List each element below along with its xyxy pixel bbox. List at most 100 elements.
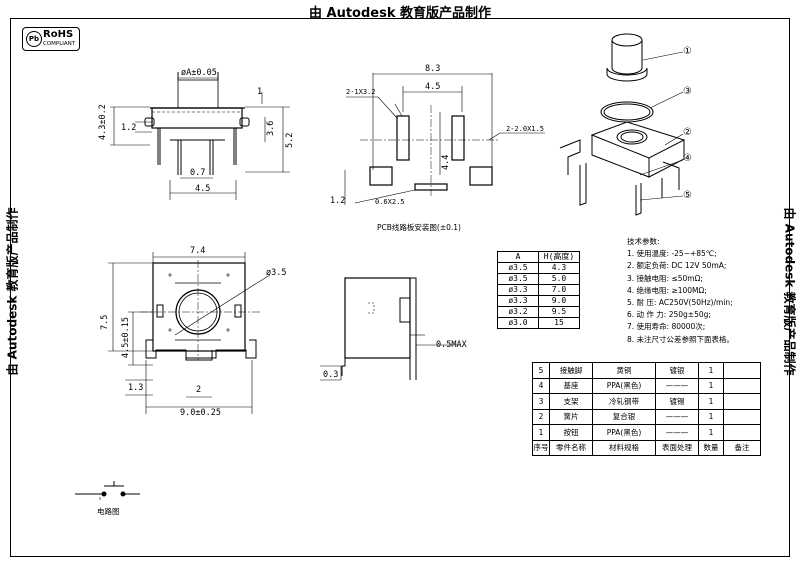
cell-a: ø3.0	[497, 317, 539, 329]
cell: 基座	[549, 377, 593, 394]
exploded-isometric-view	[559, 33, 686, 216]
cell: 黄铜	[592, 362, 656, 379]
callout-1: ①	[683, 46, 692, 57]
spec-item: 7. 使用寿命: 80000次;	[627, 322, 706, 332]
cell	[723, 377, 761, 394]
front-view	[110, 72, 290, 200]
dim-4-5-tol: 4.5±0.15	[121, 317, 131, 358]
cell: 接触脚	[549, 362, 593, 379]
circuit-diagram	[75, 481, 140, 500]
header-cell: 数量	[698, 439, 724, 456]
dim-0-5max: 0.5MAX	[436, 340, 467, 350]
cell: 3	[532, 393, 550, 410]
cell	[723, 408, 761, 425]
dim-7-4: 7.4	[190, 246, 206, 256]
cell: 按钮	[549, 424, 593, 441]
header-h: H(高度)	[538, 251, 580, 263]
height-table-header: A H(高度)	[497, 251, 580, 263]
dim-0-3: 0.3	[323, 370, 339, 380]
cell-a: ø3.3	[497, 284, 539, 296]
watermark-right: 由 Autodesk 教育版产品制作	[782, 207, 797, 376]
spec-item: 6. 动 作 力: 250g±50g;	[627, 310, 711, 320]
cell: 镀银	[655, 362, 699, 379]
cell: PPA(黑色)	[592, 377, 656, 394]
cell: 簧片	[549, 408, 593, 425]
cell	[723, 393, 761, 410]
pcb-caption: PCB线路板安装图(±0.1)	[377, 223, 461, 232]
cell-h: 15	[538, 317, 580, 329]
dim-5-2: 5.2	[285, 132, 295, 148]
dim-dia-3-5: ø3.5	[266, 268, 287, 278]
cell: 复合银	[592, 408, 656, 425]
cell: 4	[532, 377, 550, 394]
cell-h: 7.0	[538, 284, 580, 296]
cell: ———	[655, 377, 699, 394]
specs-title: 技术参数:	[627, 237, 660, 246]
pcb-layout-view	[344, 73, 545, 205]
cell: 2	[532, 408, 550, 425]
cell: 1	[532, 424, 550, 441]
cell: ———	[655, 424, 699, 441]
top-view	[108, 252, 271, 414]
bom-header-row: 序号零件名称材料规格表面处理数量备注	[532, 439, 761, 456]
spec-item: 8. 未注尺寸公差参照下面表格。	[627, 334, 735, 344]
dim-2: 2	[196, 385, 202, 395]
pad-label-1x3-2: 2-1X3.2	[346, 88, 376, 96]
cell-a: ø3.5	[497, 273, 539, 285]
cell	[723, 362, 761, 379]
cell-h: 5.0	[538, 273, 580, 285]
callout-4: ④	[683, 153, 692, 164]
header-cell: 备注	[723, 439, 761, 456]
dim-1-2-pcb: 1.2	[330, 196, 346, 206]
cell: 1	[698, 393, 724, 410]
pad-label-0-6x2-5: 0.6X2.5	[375, 198, 405, 206]
callout-2: ②	[683, 127, 692, 138]
dim-9-0: 9.0±0.25	[180, 408, 221, 418]
cell: 1	[698, 408, 724, 425]
sheet-border	[10, 18, 790, 557]
watermark-left: 由 Autodesk 教育版产品制作	[5, 207, 20, 376]
rohs-logo: Pb RoHS COMPLIANT	[22, 27, 80, 51]
dim-1: 1	[257, 87, 263, 97]
dim-1-3: 1.3	[128, 383, 144, 393]
rohs-subtitle: COMPLIANT	[43, 41, 76, 47]
watermark-top: 由 Autodesk 教育版产品制作	[308, 6, 492, 21]
cell: 镀锡	[655, 393, 699, 410]
cell: PPA(黑色)	[592, 424, 656, 441]
rohs-title: RoHS	[43, 29, 74, 40]
header-a: A	[497, 251, 539, 263]
header-cell: 材料规格	[592, 439, 656, 456]
header-cell: 序号	[532, 439, 550, 456]
header-cell: 零件名称	[549, 439, 593, 456]
spec-item: 4. 绝缘电阻: ≥100MΩ;	[627, 285, 707, 295]
spec-item: 2. 额定负荷: DC 12V 50mA;	[627, 261, 727, 271]
cell: 冷轧钢带	[592, 393, 656, 410]
dim-4-5-pcb: 4.5	[425, 82, 441, 92]
rohs-icon: Pb	[26, 31, 42, 47]
dim-3-6: 3.6	[266, 120, 276, 136]
dim-0-7: 0.7	[190, 168, 206, 178]
cell: 支架	[549, 393, 593, 410]
cell-h: 4.3	[538, 262, 580, 274]
cell: 1	[698, 424, 724, 441]
dim-7-5: 7.5	[100, 314, 110, 330]
cell: 5	[532, 362, 550, 379]
dim-4-4: 4.4	[441, 154, 451, 170]
callout-5: ⑤	[683, 190, 692, 201]
dim-8-3: 8.3	[425, 64, 441, 74]
cell-a: ø3.5	[497, 262, 539, 274]
cell: 1	[698, 377, 724, 394]
header-cell: 表面处理	[655, 439, 699, 456]
